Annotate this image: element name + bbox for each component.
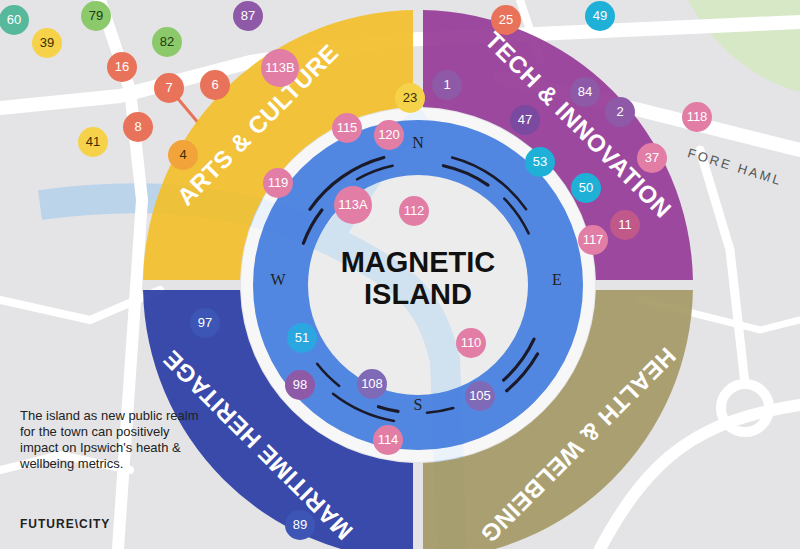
callout-number: 60	[0, 5, 29, 35]
callout-number: 89	[285, 510, 315, 540]
callout-number: 2	[605, 97, 635, 127]
callout-number: 11	[610, 210, 640, 240]
callout-number: 118	[682, 102, 712, 132]
callout-number: 117	[578, 225, 608, 255]
callout-number: 16	[107, 52, 137, 82]
compass-letter: S	[414, 397, 423, 413]
magnetic-swirl	[333, 394, 394, 421]
compass-letter: N	[412, 135, 424, 151]
magnetic-swirl	[303, 210, 322, 243]
compass-ring	[281, 148, 556, 423]
magnetic-swirl	[378, 407, 398, 412]
callout-number: 1	[432, 70, 462, 100]
callout-number: 120	[374, 120, 404, 150]
magnetic-swirl	[317, 364, 339, 386]
compass-letter: E	[552, 272, 562, 288]
callout-number: 53	[525, 147, 555, 177]
callout-number: 105	[465, 381, 495, 411]
callout-number: 84	[570, 77, 600, 107]
callout-number: 98	[285, 370, 315, 400]
callout-number: 50	[571, 173, 601, 203]
callout-number: 82	[152, 27, 182, 57]
callout-number: 8	[123, 112, 153, 142]
callout-number: 114	[373, 425, 403, 455]
callout-number: 115	[332, 113, 362, 143]
callout-number: 108	[357, 369, 387, 399]
callout-number: 41	[78, 127, 108, 157]
callout-number: 113A	[334, 186, 372, 224]
callout-number: 37	[637, 143, 667, 173]
callout-number: 49	[585, 1, 615, 31]
callout-number: 87	[233, 1, 263, 31]
callout-number: 25	[491, 5, 521, 35]
callout-number: 6	[200, 70, 230, 100]
callout-number: 79	[81, 1, 111, 31]
callout-number: 23	[395, 83, 425, 113]
caption-note: The island as new public realm for the t…	[20, 408, 200, 471]
callout-number: 51	[287, 323, 317, 353]
compass-letter: W	[270, 272, 285, 288]
magnetic-swirl	[357, 166, 393, 180]
magnetic-swirl	[504, 199, 528, 234]
callout-number: 113B	[261, 49, 299, 87]
magnetic-swirl	[427, 408, 453, 413]
callout-number: 4	[168, 140, 198, 170]
callout-number: 110	[456, 328, 486, 358]
magnetic-swirl	[452, 158, 526, 210]
callout-number: 119	[263, 168, 293, 198]
callout-number: 47	[510, 105, 540, 135]
island-title: MAGNETIC ISLAND	[323, 246, 513, 311]
island-core	[308, 175, 528, 395]
logo: FUTURE\CITY	[20, 518, 110, 530]
callout-number: 112	[399, 196, 429, 226]
magnetic-swirl	[507, 354, 538, 391]
magnetic-swirl	[504, 339, 534, 380]
callout-number: 7	[154, 73, 184, 103]
callout-number: 97	[190, 308, 220, 338]
callout-number: 39	[32, 28, 62, 58]
